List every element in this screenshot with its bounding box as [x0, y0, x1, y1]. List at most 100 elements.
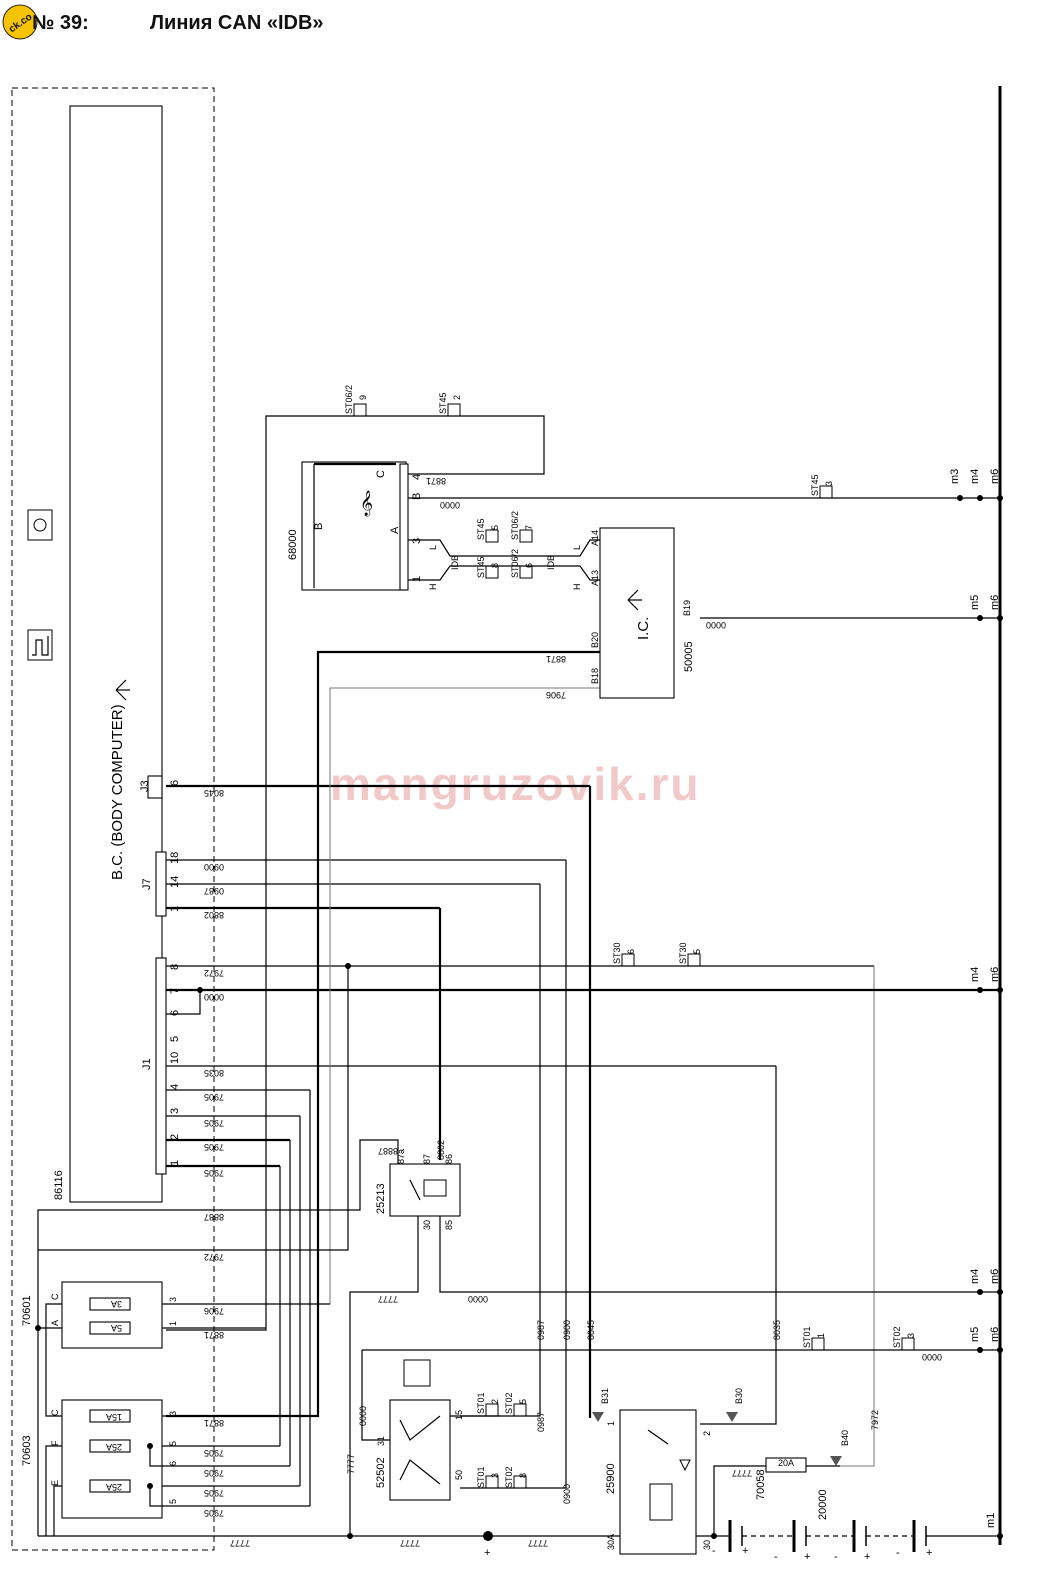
svg-text:6: 6: [169, 1010, 181, 1016]
ignition-switch-contact-icon: [399, 1415, 441, 1441]
body-computer-box[interactable]: [69, 105, 163, 1203]
relay-contact-icon: [409, 1179, 421, 1201]
svg-text:2: 2: [169, 1134, 181, 1140]
fuse-box-70601[interactable]: [61, 1281, 163, 1349]
svg-text:7905: 7905: [204, 1118, 224, 1128]
svg-text:H: H: [428, 584, 438, 591]
svg-text:3: 3: [168, 1297, 178, 1302]
bc-wires: [166, 784, 1000, 1489]
svg-text:1: 1: [816, 1333, 826, 1338]
svg-text:85: 85: [444, 1220, 454, 1230]
svg-text:18: 18: [169, 852, 181, 864]
bc-connector-j3[interactable]: [147, 775, 163, 799]
watermark: mangruzovik.ru: [330, 758, 701, 810]
scheme-number: № 39:: [32, 12, 89, 34]
svg-text:7906: 7906: [204, 1306, 224, 1316]
svg-text:8045: 8045: [204, 788, 224, 798]
svg-text:7905: 7905: [204, 1508, 224, 1518]
svg-text:B30: B30: [734, 1388, 744, 1404]
svg-text:5: 5: [490, 525, 500, 530]
battery-switch-pin-labels: 1 2 30A 30: [606, 1421, 712, 1550]
battery-switch-code: 25900: [605, 1463, 617, 1494]
splice-labels: ST06/2 9 ST45 2 ST45 3 ST45 5 ST06/2 7 S…: [344, 385, 916, 1489]
svg-text:0000: 0000: [440, 500, 460, 510]
svg-text:7972: 7972: [870, 1410, 880, 1430]
svg-text:50: 50: [454, 1470, 464, 1480]
battery-switch-contact-icon: [647, 1429, 669, 1445]
svg-text:0900: 0900: [562, 1320, 572, 1340]
main-fuse-box[interactable]: [765, 1457, 807, 1473]
svg-text:A14: A14: [590, 530, 600, 546]
svg-text:B40: B40: [840, 1430, 850, 1446]
polarity-signs: + - + - + - + - +: [484, 1545, 932, 1563]
svg-text:5: 5: [518, 1399, 528, 1404]
svg-text:5: 5: [168, 1499, 178, 1504]
svg-text:+: +: [804, 1551, 810, 1563]
svg-text:ST45: ST45: [810, 474, 820, 496]
svg-text:m6: m6: [989, 1327, 1001, 1342]
svg-text:0900: 0900: [562, 1484, 572, 1504]
svg-text:8: 8: [518, 1473, 528, 1478]
bc-connector-j7[interactable]: [155, 851, 167, 917]
ecu-icon: [115, 679, 130, 701]
battery-switch-coil-icon: [649, 1483, 673, 1521]
svg-text:m5: m5: [969, 595, 981, 610]
svg-text:6: 6: [168, 1461, 178, 1466]
main-fuse-code: 70058: [755, 1469, 767, 1500]
svg-text:A13: A13: [590, 570, 600, 586]
svg-text:m5: m5: [969, 1327, 981, 1342]
svg-text:8045: 8045: [586, 1320, 596, 1340]
svg-text:1: 1: [606, 1421, 616, 1426]
svg-text:m4: m4: [969, 469, 981, 484]
svg-text:ST02: ST02: [504, 1466, 514, 1488]
svg-text:30: 30: [702, 1540, 712, 1550]
svg-text:5A: 5A: [111, 1323, 122, 1333]
svg-text:0000: 0000: [204, 992, 224, 1002]
fuse-5a[interactable]: [89, 1321, 131, 1335]
svg-text:7906: 7906: [546, 690, 566, 700]
svg-text:m6: m6: [989, 469, 1001, 484]
svg-text:ST45: ST45: [438, 392, 448, 414]
svg-text:-: -: [834, 1551, 838, 1563]
svg-text:31: 31: [376, 1436, 386, 1446]
svg-text:m4: m4: [969, 967, 981, 982]
svg-text:8871: 8871: [426, 476, 446, 486]
svg-text:8: 8: [490, 563, 500, 568]
fuse-25a-1[interactable]: [89, 1439, 131, 1453]
svg-text:C: C: [50, 1409, 60, 1416]
svg-text:0987: 0987: [536, 1320, 546, 1340]
svg-text:8: 8: [169, 964, 181, 970]
svg-text:3: 3: [169, 1108, 181, 1114]
relay-box[interactable]: [389, 1163, 461, 1217]
tachograph-connector[interactable]: [399, 463, 409, 591]
battery-switch-box[interactable]: [619, 1409, 697, 1555]
fuse-15a[interactable]: [89, 1409, 131, 1423]
svg-text:8871: 8871: [546, 654, 566, 664]
main-fuse-rating: 20A: [778, 1458, 794, 1468]
fuse-25a-2[interactable]: [89, 1479, 131, 1493]
bc-connector-j3-label: J3: [139, 780, 151, 792]
svg-text:+: +: [742, 1545, 748, 1557]
svg-text:7777: 7777: [528, 1538, 548, 1548]
bc-connector-j1[interactable]: [155, 957, 167, 1175]
svg-text:8871: 8871: [204, 1330, 224, 1340]
bus-markers: B31 B30 B40: [592, 1388, 850, 1466]
tachograph-pin-numbers: 4 B 3 1: [411, 474, 423, 582]
svg-text:9: 9: [358, 395, 368, 400]
tachograph-pin-b: B: [313, 523, 325, 530]
relay-pin-labels: 87a 87 86 30 85: [396, 1149, 454, 1230]
svg-text:87: 87: [422, 1154, 432, 1164]
svg-text:m4: m4: [969, 1269, 981, 1284]
bc-connector-j7-label: J7: [141, 878, 153, 890]
svg-text:87a: 87a: [396, 1149, 406, 1164]
svg-text:0000: 0000: [358, 1406, 368, 1426]
ignition-switch-box[interactable]: [389, 1399, 451, 1501]
tachograph-code: 68000: [287, 529, 299, 560]
instrument-cluster-box[interactable]: [599, 527, 675, 699]
fuse-3a[interactable]: [89, 1297, 131, 1311]
svg-text:-: -: [712, 1545, 716, 1557]
svg-text:8035: 8035: [204, 1068, 224, 1078]
svg-text:25A: 25A: [106, 1442, 122, 1452]
svg-text:8871: 8871: [204, 1418, 224, 1428]
svg-text:15: 15: [454, 1410, 464, 1420]
